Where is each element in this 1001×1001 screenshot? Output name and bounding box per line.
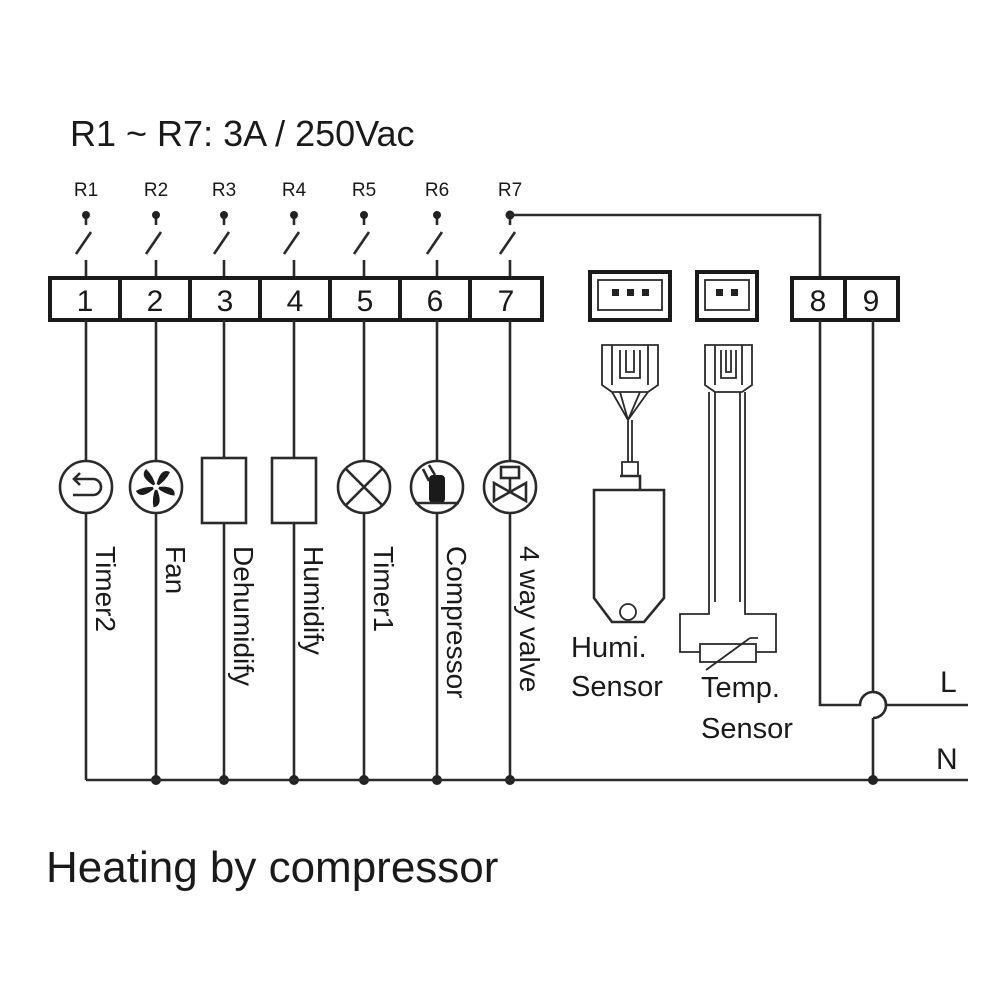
compressor-icon (409, 459, 465, 515)
load-label: Compressor (441, 546, 472, 698)
load-fan: Fan (128, 320, 191, 785)
load-label: Timer2 (90, 546, 121, 632)
load-label: Timer1 (368, 546, 399, 632)
humi-sensor-plug (601, 344, 659, 393)
terminal-block-power: 8 9 (790, 276, 900, 322)
relay-r6: R6 (425, 180, 449, 278)
relay-contact (144, 215, 163, 278)
relay-switches: R1 R2 R3 R4 R5 R6 R7 (74, 180, 522, 278)
humi-sensor-label-line1: Humi. (571, 632, 647, 664)
junction-dot-9 (868, 775, 878, 785)
terminal-8-label: 8 (810, 285, 827, 318)
load-label: Dehumidify (228, 546, 259, 686)
humi-sensor-label-line2: Sensor (571, 671, 663, 703)
relay-r7: R7 (498, 180, 522, 278)
temp-sensor-label-line2: Sensor (701, 713, 793, 745)
terminal-9-label: 9 (863, 285, 880, 318)
common-wire (510, 213, 822, 278)
relay-label: R1 (74, 180, 98, 201)
relay-label: R4 (282, 180, 307, 201)
relay-common-dot (152, 211, 160, 219)
relay-common-dot (290, 211, 298, 219)
load-label: 4 way valve (514, 546, 545, 692)
terminal-6-label: 6 (427, 285, 444, 318)
load-label: Fan (160, 546, 191, 594)
relay-label: R3 (212, 180, 236, 201)
terminal-8-wire (818, 320, 968, 707)
terminal-7-label: 7 (498, 285, 515, 318)
load-dehumidify: Dehumidify (200, 320, 259, 785)
thermistor-icon (699, 637, 758, 671)
valve-icon (482, 459, 538, 515)
relay-r1: R1 (74, 180, 98, 278)
neutral-label: N (936, 743, 958, 776)
relay-label: R5 (352, 180, 376, 201)
relay-contact (425, 215, 444, 278)
terminal-5-label: 5 (357, 285, 374, 318)
temp-sensor-plug (704, 344, 753, 393)
relay-r2: R2 (144, 180, 168, 278)
relay-r3: R3 (212, 180, 236, 278)
relay-contact (212, 215, 231, 278)
terminal-1-label: 1 (77, 285, 94, 318)
relay-contact (498, 215, 517, 278)
temp-sensor-cable (679, 392, 777, 653)
relay-common-dot (82, 211, 90, 219)
fan-icon (128, 459, 184, 515)
relay-contact (352, 215, 371, 278)
relay-label: R6 (425, 180, 449, 201)
terminal-4-label: 4 (287, 285, 304, 318)
humi-sensor-cable (611, 391, 649, 462)
load-humidify: Humidify (270, 320, 329, 785)
relay-label: R2 (144, 180, 168, 201)
diagram-caption: Heating by compressor (46, 843, 498, 892)
rating-label: R1 ~ R7: 3A / 250Vac (70, 113, 415, 154)
relay-r5: R5 (352, 180, 376, 278)
relay-contact (282, 215, 301, 278)
load-4-way-valve: 4 way valve (482, 320, 545, 785)
humi-sensor-connector (588, 270, 672, 322)
humidify-coil-icon (270, 456, 318, 525)
load-timer2: Timer2 (58, 320, 121, 780)
terminal-block-relays: 1 2 3 4 5 6 7 (48, 276, 544, 322)
load-label: Humidify (298, 546, 329, 655)
relay-label: R7 (498, 180, 522, 201)
relay-contact (74, 215, 93, 278)
wire-crossover (872, 690, 888, 720)
temp-sensor-label-line1: Temp. (701, 672, 780, 704)
dehumidify-coil-icon (200, 456, 248, 525)
relay-common-dot (433, 211, 441, 219)
relay-r4: R4 (282, 180, 307, 278)
temp-sensor-connector (695, 270, 759, 322)
load-circuits: Timer2 Fan Dehumidify Humidify Timer1 Compres… (58, 320, 545, 785)
timer-icon (58, 459, 114, 515)
load-timer1: Timer1 (336, 320, 399, 785)
terminal-3-label: 3 (217, 285, 234, 318)
load-compressor: Compressor (409, 320, 472, 785)
relay-common-dot (220, 211, 228, 219)
humi-sensor-body (592, 461, 666, 624)
line-label: L (940, 666, 957, 699)
lamp-icon (336, 459, 392, 515)
relay-common-dot (360, 211, 368, 219)
terminal-2-label: 2 (147, 285, 164, 318)
